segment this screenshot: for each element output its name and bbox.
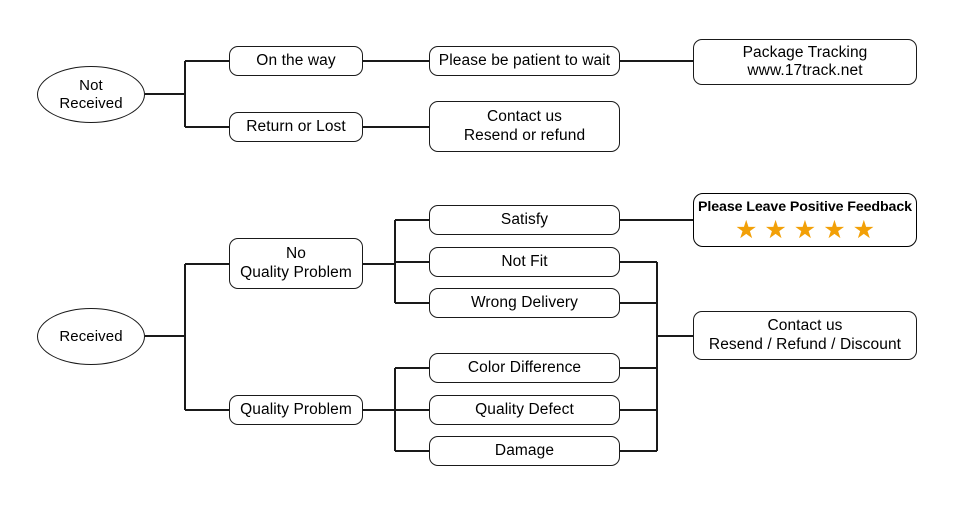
node-quality-problem[interactable]: Quality Problem xyxy=(229,395,363,425)
node-quality-defect[interactable]: Quality Defect xyxy=(429,395,620,425)
node-not-fit-label: Not Fit xyxy=(501,252,548,270)
node-resolution-contact-label: Contact us Resend / Refund / Discount xyxy=(708,317,902,353)
node-received-label: Received xyxy=(59,327,123,345)
node-damage[interactable]: Damage xyxy=(429,436,620,466)
star-icon[interactable]: ★ xyxy=(764,215,787,244)
node-no-quality-problem-label: No Quality Problem xyxy=(240,245,352,281)
node-on-the-way-label: On the way xyxy=(256,51,336,69)
node-quality-defect-label: Quality Defect xyxy=(475,400,574,418)
node-contact-resend-refund[interactable]: Contact us Resend or refund xyxy=(429,101,620,152)
node-damage-label: Damage xyxy=(494,441,555,459)
node-wrong-delivery[interactable]: Wrong Delivery xyxy=(429,288,620,318)
node-not-fit[interactable]: Not Fit xyxy=(429,247,620,277)
node-not-received-label: Not Received xyxy=(59,76,123,112)
node-received[interactable]: Received xyxy=(37,308,145,365)
node-package-tracking[interactable]: Package Tracking www.17track.net xyxy=(693,39,917,85)
node-please-be-patient[interactable]: Please be patient to wait xyxy=(429,46,620,76)
node-package-tracking-label: Package Tracking www.17track.net xyxy=(742,43,868,79)
node-return-or-lost[interactable]: Return or Lost xyxy=(229,112,363,142)
node-resolution-contact[interactable]: Contact us Resend / Refund / Discount xyxy=(693,311,917,360)
node-satisfy-label: Satisfy xyxy=(500,210,549,228)
star-icon[interactable]: ★ xyxy=(852,215,876,244)
node-no-quality-problem[interactable]: No Quality Problem xyxy=(229,238,363,289)
node-positive-feedback[interactable]: Please Leave Positive Feedback ★★★★★ xyxy=(693,193,917,247)
node-not-received[interactable]: Not Received xyxy=(37,66,145,123)
node-please-be-patient-label: Please be patient to wait xyxy=(438,51,611,69)
node-color-difference[interactable]: Color Difference xyxy=(429,353,620,383)
node-satisfy[interactable]: Satisfy xyxy=(429,205,620,235)
node-on-the-way[interactable]: On the way xyxy=(229,46,363,76)
star-icon[interactable]: ★ xyxy=(823,215,846,244)
feedback-prompt-label: Please Leave Positive Feedback xyxy=(698,199,912,216)
node-wrong-delivery-label: Wrong Delivery xyxy=(470,293,579,311)
star-icon[interactable]: ★ xyxy=(793,215,817,244)
star-rating[interactable]: ★★★★★ xyxy=(734,215,876,244)
node-color-difference-label: Color Difference xyxy=(467,358,582,376)
node-quality-problem-label: Quality Problem xyxy=(240,400,352,418)
star-icon[interactable]: ★ xyxy=(734,215,758,244)
node-contact-resend-refund-label: Contact us Resend or refund xyxy=(463,108,586,144)
node-return-or-lost-label: Return or Lost xyxy=(246,117,346,135)
